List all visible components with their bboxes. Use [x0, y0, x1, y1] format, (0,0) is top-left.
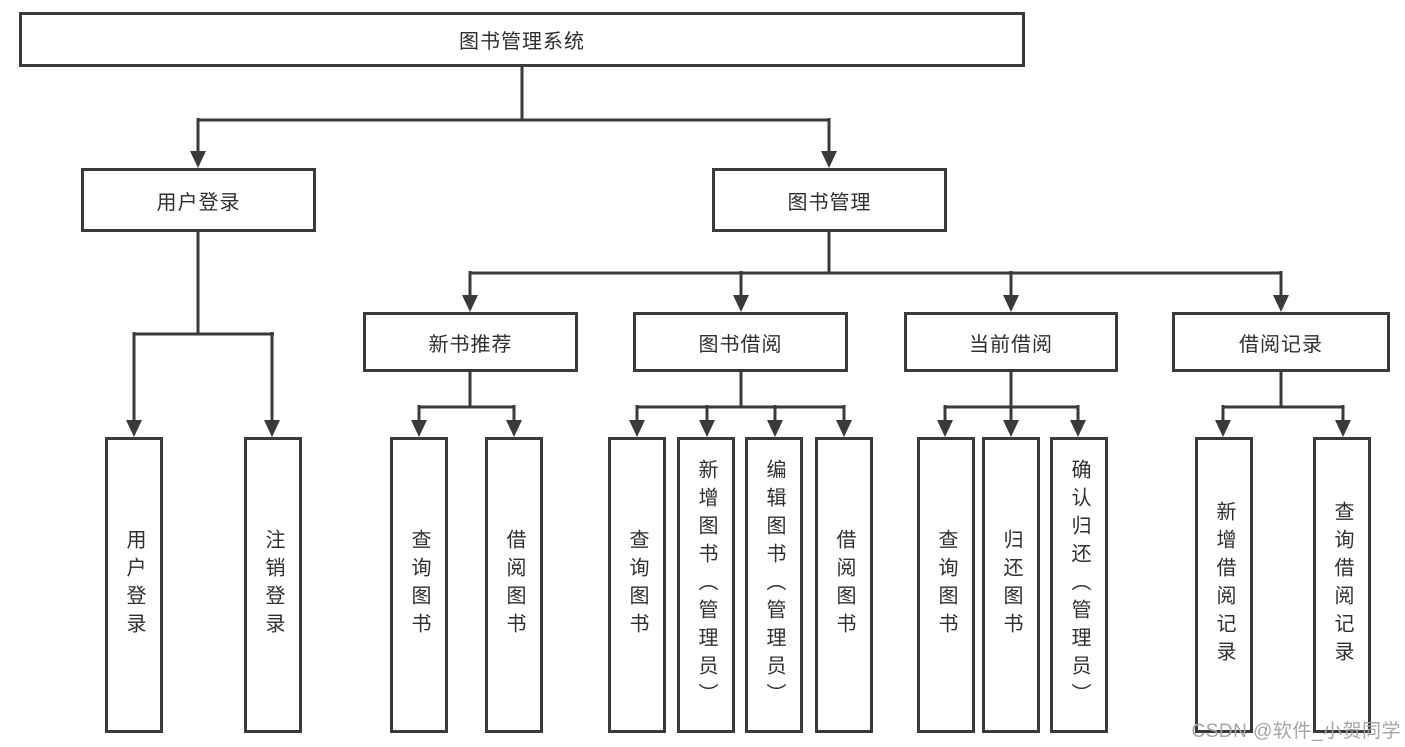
- leaf-edit-books-admin: 编辑图书（管理员）: [745, 437, 803, 733]
- node-user-login: 用户登录: [81, 168, 316, 232]
- node-book-mgmt: 图书管理: [712, 168, 947, 232]
- node-current-borrow-label: 当前借阅: [969, 333, 1053, 356]
- node-new-book-rec-label: 新书推荐: [428, 333, 513, 356]
- node-borrow-records-label: 借阅记录: [1239, 333, 1323, 356]
- leaf-logout-label: 注销登录: [262, 529, 284, 641]
- node-root: 图书管理系统: [19, 12, 1025, 67]
- leaf-confirm-return-admin-label: 确认归还（管理员）: [1068, 459, 1090, 711]
- leaf-return-books-label: 归还图书: [1000, 529, 1022, 641]
- node-book-borrow-label: 图书借阅: [698, 333, 783, 356]
- leaf-add-borrow-record: 新增借阅记录: [1195, 437, 1253, 733]
- leaf-query-books-rec: 查询图书: [390, 437, 448, 733]
- leaf-query-borrow-record: 查询借阅记录: [1313, 437, 1371, 733]
- leaf-add-borrow-record-label: 新增借阅记录: [1213, 501, 1235, 669]
- leaf-return-books: 归还图书: [982, 437, 1040, 733]
- node-borrow-records: 借阅记录: [1172, 312, 1390, 372]
- node-book-mgmt-label: 图书管理: [787, 191, 872, 214]
- leaf-query-books-borrow: 查询图书: [608, 437, 666, 733]
- leaf-borrow-books: 借阅图书: [815, 437, 873, 733]
- leaf-confirm-return-admin: 确认归还（管理员）: [1050, 437, 1108, 733]
- leaf-query-books-rec-label: 查询图书: [408, 529, 430, 641]
- node-user-login-label: 用户登录: [156, 191, 241, 214]
- leaf-query-books-current-label: 查询图书: [935, 529, 957, 641]
- leaf-user-login: 用户登录: [105, 437, 163, 733]
- leaf-borrow-books-rec: 借阅图书: [485, 437, 543, 733]
- leaf-query-borrow-record-label: 查询借阅记录: [1331, 501, 1353, 669]
- leaf-add-books-admin-label: 新增图书（管理员）: [695, 459, 717, 711]
- leaf-logout: 注销登录: [244, 437, 302, 733]
- leaf-query-books-borrow-label: 查询图书: [626, 529, 648, 641]
- leaf-edit-books-admin-label: 编辑图书（管理员）: [763, 459, 785, 711]
- leaf-borrow-books-rec-label: 借阅图书: [503, 529, 525, 641]
- leaf-query-books-current: 查询图书: [917, 437, 975, 733]
- leaf-borrow-books-label: 借阅图书: [833, 529, 855, 641]
- watermark: CSDN @软件_小贺同学: [1191, 721, 1401, 742]
- leaf-add-books-admin: 新增图书（管理员）: [677, 437, 735, 733]
- leaf-user-login-label: 用户登录: [123, 529, 145, 641]
- node-book-borrow: 图书借阅: [633, 312, 848, 372]
- node-current-borrow: 当前借阅: [904, 312, 1118, 372]
- node-root-label: 图书管理系统: [459, 31, 585, 53]
- node-new-book-rec: 新书推荐: [363, 312, 578, 372]
